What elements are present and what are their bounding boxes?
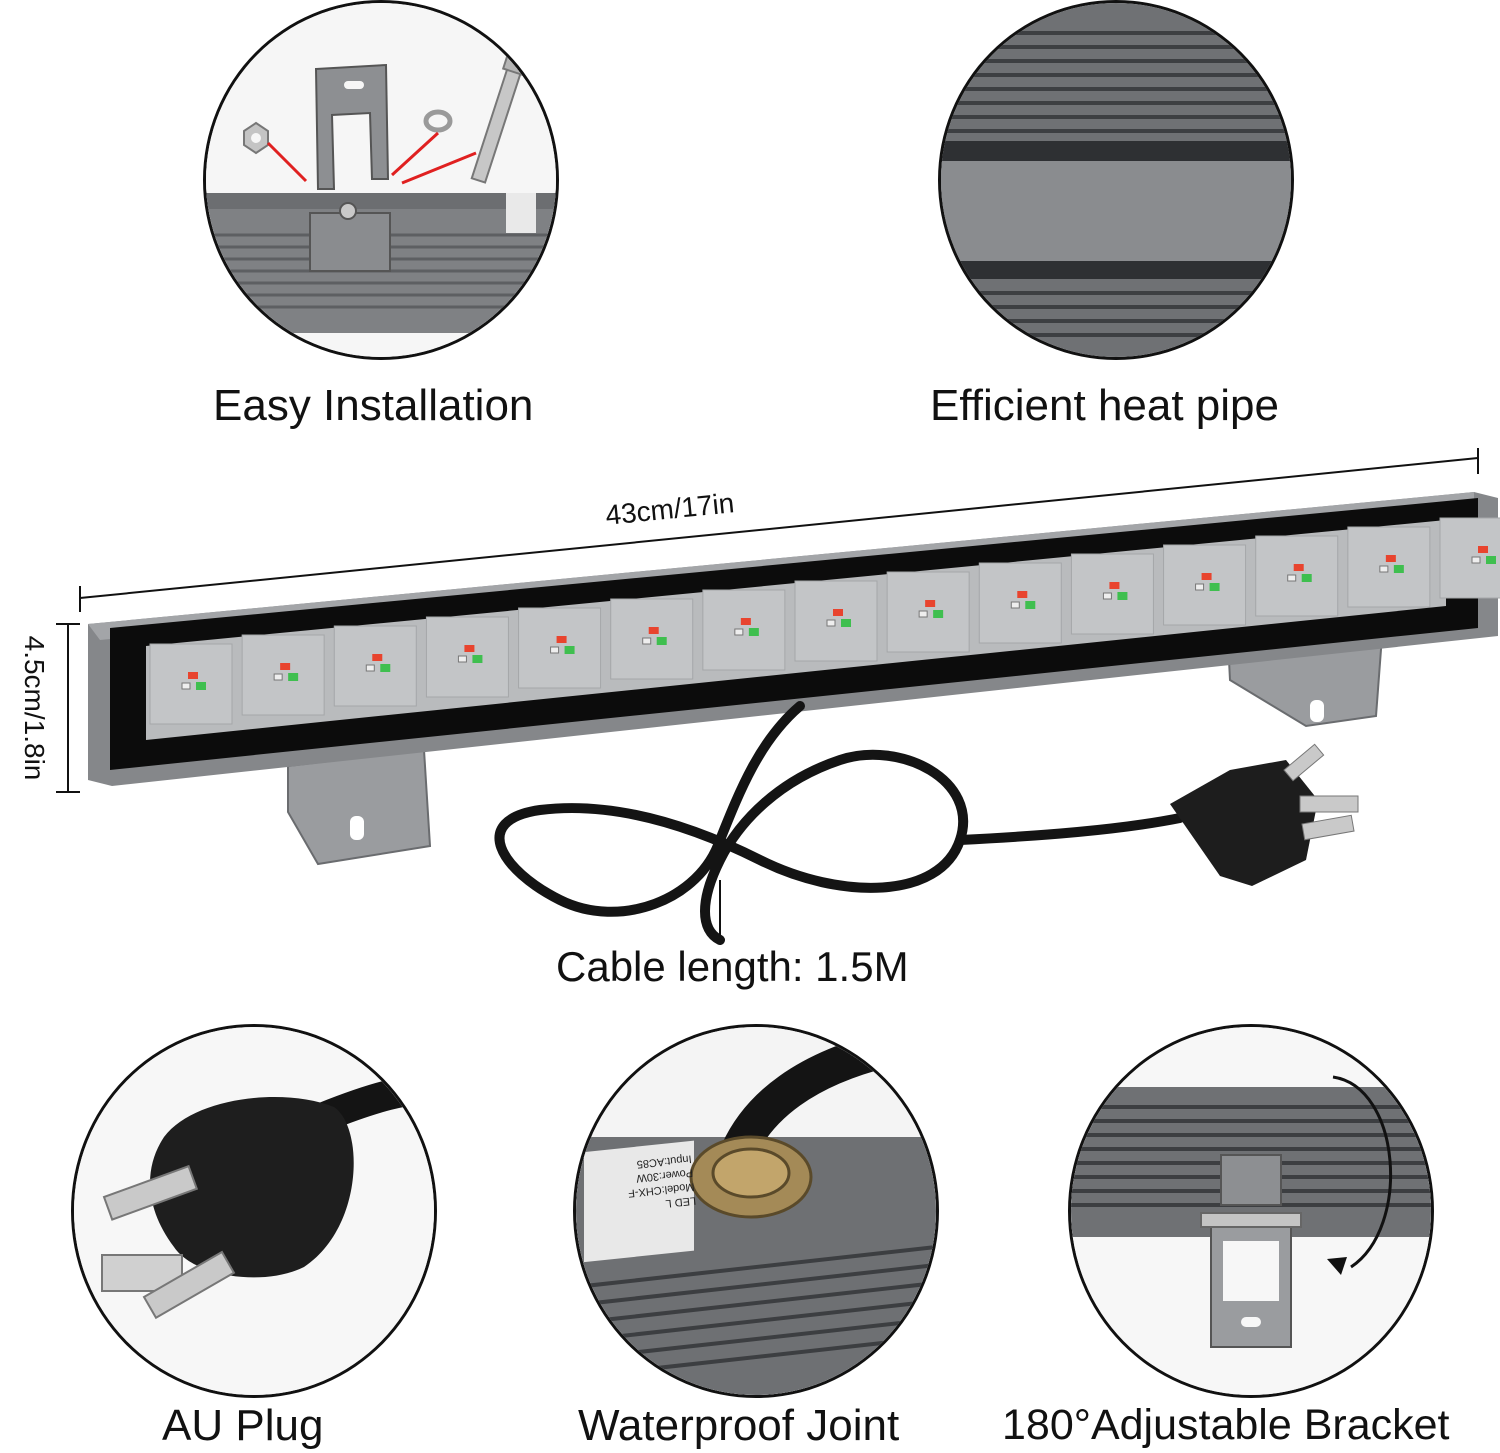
easy-installation-closeup bbox=[203, 0, 559, 360]
led-chip-row bbox=[149, 517, 1500, 725]
led-chip bbox=[1255, 535, 1339, 617]
joint-label-sticker: LED L Model:CHX-F Power:30W Input:AC85 bbox=[581, 1151, 697, 1218]
au-plug-illustration bbox=[74, 1027, 434, 1395]
au-plug-closeup bbox=[71, 1024, 437, 1398]
led-chip bbox=[610, 598, 694, 680]
led-chip bbox=[1163, 544, 1247, 626]
led-chip bbox=[518, 607, 602, 689]
waterproof-joint-illustration bbox=[576, 1027, 936, 1395]
led-chip bbox=[702, 589, 786, 671]
adjustable-bracket-closeup bbox=[1068, 1024, 1434, 1398]
caption-adjustable-bracket: 180°Adjustable Bracket bbox=[1002, 1401, 1450, 1449]
caption-heat-pipe: Efficient heat pipe bbox=[930, 381, 1279, 430]
led-chip bbox=[886, 571, 970, 653]
caption-au-plug: AU Plug bbox=[162, 1401, 324, 1450]
led-chip bbox=[794, 580, 878, 662]
mounting-bracket-illustration bbox=[206, 3, 556, 357]
led-chip bbox=[1347, 526, 1431, 608]
led-chip bbox=[149, 643, 233, 725]
cable-length-label: Cable length: 1.5M bbox=[556, 943, 909, 990]
caption-easy-installation: Easy Installation bbox=[213, 381, 534, 430]
led-chip bbox=[978, 562, 1062, 644]
dimension-lines bbox=[56, 448, 1479, 793]
power-cable-and-plug bbox=[494, 701, 1359, 945]
led-chip bbox=[1070, 553, 1154, 635]
led-chip bbox=[333, 625, 417, 707]
caption-waterproof-joint: Waterproof Joint bbox=[578, 1401, 900, 1450]
waterproof-joint-closeup: LED L Model:CHX-F Power:30W Input:AC85 bbox=[573, 1024, 939, 1398]
adjustable-bracket-illustration bbox=[1071, 1027, 1431, 1395]
led-chip bbox=[241, 634, 325, 716]
led-chip bbox=[425, 616, 509, 698]
led-chip bbox=[1439, 517, 1500, 599]
